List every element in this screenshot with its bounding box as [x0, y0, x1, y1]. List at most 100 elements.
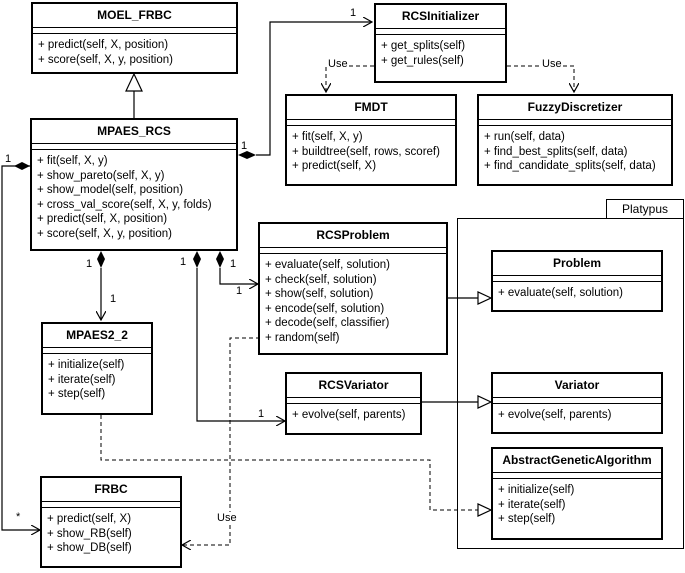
attributes-section: [260, 248, 446, 254]
multiplicity-rcsproblem: 1: [236, 285, 243, 297]
method: + predict(self, X): [47, 513, 132, 525]
attributes-section: [287, 398, 420, 404]
class-mpaes-rcs[interactable]: MPAES_RCS + fit(self, X, y) + show_paret…: [30, 118, 238, 251]
method: + evaluate(self, solution): [498, 287, 623, 299]
methods-section: + run(self, data) + find_best_splits(sel…: [479, 126, 671, 177]
methods-section: + predict(self, X) + show_RB(self) + sho…: [42, 508, 180, 559]
method: + predict(self, X, position): [37, 213, 168, 225]
multiplicity-mpaes-rcsproblem: 1: [230, 258, 237, 270]
class-name: AbstractGeneticAlgorithm: [493, 449, 661, 473]
class-frbc[interactable]: FRBC + predict(self, X) + show_RB(self) …: [40, 476, 182, 568]
multiplicity-mpaes-rcsvariator: 1: [180, 256, 187, 268]
attributes-section: [33, 28, 236, 34]
class-fuzzy-discretizer[interactable]: FuzzyDiscretizer + run(self, data) + fin…: [477, 94, 673, 186]
class-name: MPAES_RCS: [32, 120, 236, 144]
multiplicity-mpaes-rcsinitializer: 1: [241, 140, 248, 152]
composition-rcsproblem: [219, 268, 258, 284]
composition-rcsvariator: [196, 268, 285, 421]
realization-abstract-ga: [100, 415, 478, 511]
attributes-section: [376, 29, 505, 35]
method: + encode(self, solution): [265, 302, 385, 315]
method: + evolve(self, parents): [498, 409, 612, 421]
method: + step(self): [498, 513, 556, 525]
method: + step(self): [48, 388, 106, 400]
methods-section: + evaluate(self, solution) + check(self,…: [260, 254, 446, 348]
method: + iterate(self): [48, 373, 116, 386]
multiplicity-frbc: *: [16, 511, 21, 523]
class-mpaes2-2[interactable]: MPAES2_2 + initialize(self) + iterate(se…: [41, 322, 153, 415]
method: + score(self, X, y, position): [38, 53, 173, 66]
method: + find_best_splits(self, data): [484, 145, 628, 158]
method: + buildtree(self, rows, scoref): [292, 145, 440, 158]
use-label-fmdt: Use: [327, 58, 349, 70]
method: + find_candidate_splits(self, data): [484, 160, 656, 172]
method: + evolve(self, parents): [292, 409, 406, 421]
class-problem[interactable]: Problem + evaluate(self, solution): [491, 250, 663, 312]
dependency-frbc: [182, 337, 260, 545]
package-tab: Platypus: [606, 199, 684, 219]
use-label-fuzzy: Use: [541, 58, 563, 70]
method: + predict(self, X): [292, 160, 377, 172]
class-fmdt[interactable]: FMDT + fit(self, X, y) + buildtree(self,…: [285, 94, 457, 186]
diamond-mpaes2-2: [97, 251, 105, 268]
class-rcs-problem[interactable]: RCSProblem + evaluate(self, solution) + …: [258, 222, 448, 355]
class-abstract-genetic-algorithm[interactable]: AbstractGeneticAlgorithm + initialize(se…: [491, 447, 663, 540]
generalization-head-moel: [125, 72, 143, 92]
generalization-head-problem: [477, 291, 493, 305]
methods-section: + fit(self, X, y) + buildtree(self, rows…: [287, 126, 455, 177]
method: + show_model(self, position): [37, 184, 184, 196]
dependency-fuzzy: [507, 65, 574, 92]
class-name: RCSVariator: [287, 374, 420, 398]
diamond-frbc: [14, 162, 30, 170]
method: + fit(self, X, y): [37, 155, 108, 167]
methods-section: + fit(self, X, y) + show_pareto(self, X,…: [32, 150, 236, 244]
diamond-rcsproblem: [216, 251, 224, 268]
method: + run(self, data): [484, 131, 565, 143]
method: + random(self): [265, 331, 340, 344]
composition-rcsinitializer: [256, 22, 372, 156]
methods-section: + evolve(self, parents): [493, 404, 661, 426]
class-name: FRBC: [42, 478, 180, 502]
attributes-section: [493, 473, 661, 479]
attributes-section: [43, 348, 151, 354]
methods-section: + get_splits(self) + get_rules(self): [376, 35, 505, 71]
method: + show_DB(self): [47, 542, 132, 554]
methods-section: + predict(self, X, position) + score(sel…: [33, 34, 236, 70]
multiplicity-mpaes-mpaes2-2: 1: [86, 258, 93, 270]
method: + get_splits(self): [381, 40, 466, 52]
multiplicity-mpaes2-2: 1: [110, 293, 117, 305]
multiplicity-mpaes-frbc: 1: [5, 153, 12, 165]
class-name: MPAES2_2: [43, 324, 151, 348]
method: + initialize(self): [48, 359, 125, 371]
method: + predict(self, X, position): [38, 39, 169, 51]
realization-head-abstract-ga: [477, 503, 493, 517]
dependency-fmdt: [326, 65, 374, 92]
class-name: MOEL_FRBC: [33, 4, 236, 28]
methods-section: + evolve(self, parents): [287, 404, 420, 426]
class-name: RCSInitializer: [376, 5, 505, 29]
method: + show_RB(self): [47, 527, 132, 540]
method: + initialize(self): [498, 484, 575, 496]
method: + score(self, X, y, position): [37, 227, 172, 240]
class-rcs-initializer[interactable]: RCSInitializer + get_splits(self) + get_…: [374, 3, 507, 83]
class-rcs-variator[interactable]: RCSVariator + evolve(self, parents): [285, 372, 422, 435]
method: + get_rules(self): [381, 54, 464, 67]
method: + cross_val_score(self, X, y, folds): [37, 198, 212, 211]
method: + decode(self, classifier): [265, 317, 390, 329]
method: + show_pareto(self, X, y): [37, 169, 165, 182]
attributes-section: [287, 120, 455, 126]
use-label-frbc: Use: [216, 512, 238, 524]
attributes-section: [42, 502, 180, 508]
method: + fit(self, X, y): [292, 131, 363, 143]
attributes-section: [32, 144, 236, 150]
class-name: FuzzyDiscretizer: [479, 96, 671, 120]
class-name: Problem: [493, 252, 661, 276]
method: + show(self, solution): [265, 288, 374, 300]
package-platypus: [457, 218, 684, 549]
class-moel-frbc[interactable]: MOEL_FRBC + predict(self, X, position) +…: [31, 2, 238, 74]
generalization-head-variator: [477, 395, 493, 409]
methods-section: + initialize(self) + iterate(self) + ste…: [43, 354, 151, 405]
class-variator[interactable]: Variator + evolve(self, parents): [491, 372, 663, 434]
attributes-section: [493, 398, 661, 404]
